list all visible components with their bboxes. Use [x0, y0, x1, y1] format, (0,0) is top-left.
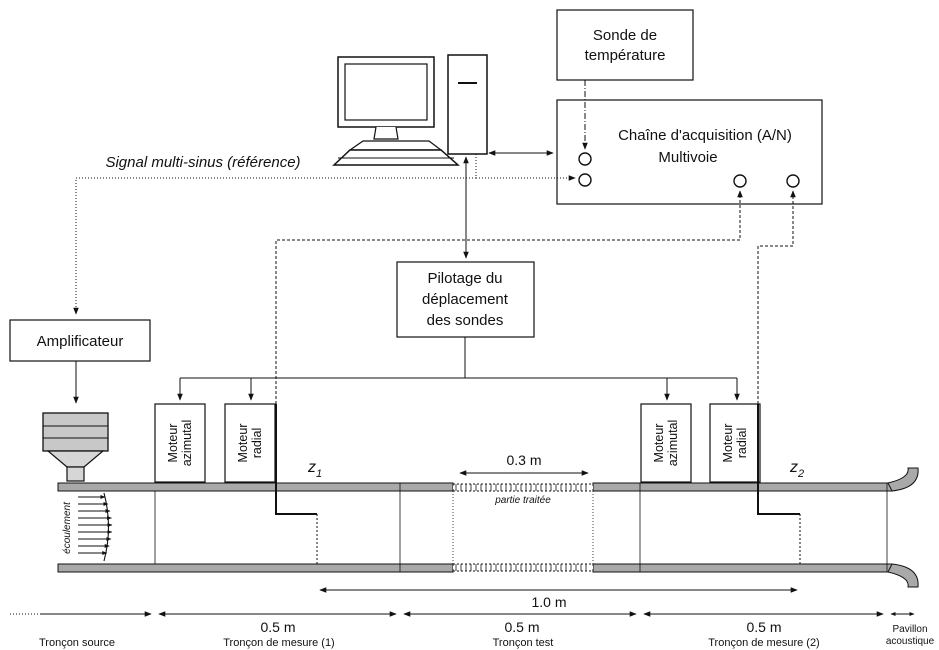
- input-channel-probe-1: [733, 174, 747, 188]
- treated-section: partie traitée: [452, 483, 594, 572]
- acquisition-line-2: Multivoie: [658, 149, 717, 166]
- monitor: [332, 56, 460, 166]
- probe-control-box: Pilotage du déplacement des sondes: [396, 261, 535, 338]
- motor-azimuthal-2: Moteur azimutal: [640, 403, 692, 483]
- section-3-length: 0.5 m: [504, 619, 539, 635]
- motor-azimuthal-1-line-2: azimutal: [180, 420, 194, 467]
- connections: [73, 80, 796, 404]
- motor-radial-2: Moteur radial: [709, 403, 761, 483]
- motor-radial-1-line-2: radial: [250, 428, 264, 459]
- pilotage-line-3: des sondes: [427, 312, 504, 329]
- probe-1: [275, 404, 318, 564]
- probe-2: [757, 404, 801, 564]
- section-labels: 0.5 m 0.5 m 0.5 m Tronçon source Tronçon…: [39, 619, 935, 649]
- reference-signal-label: Signal multi-sinus (référence): [105, 154, 300, 171]
- z2-label: z2: [789, 459, 804, 480]
- duct: [57, 467, 919, 588]
- motor-azimuthal-1: Moteur azimutal: [154, 403, 206, 483]
- loudspeaker: [42, 412, 109, 482]
- motor-radial-1: Moteur radial: [224, 403, 276, 483]
- motor-radial-2-line-2: radial: [735, 428, 749, 459]
- temp-probe-line-2: température: [585, 47, 666, 64]
- temp-probe-line-1: Sonde de: [593, 27, 657, 44]
- pilotage-line-2: déplacement: [422, 291, 509, 308]
- flow-label: écoulement: [62, 501, 73, 554]
- input-channel-reference: [578, 173, 592, 187]
- flow-profile: écoulement: [62, 492, 113, 562]
- section-2-length: 0.5 m: [260, 619, 295, 635]
- treated-part-label: partie traitée: [494, 495, 551, 506]
- section-4-length: 0.5 m: [746, 619, 781, 635]
- input-channel-probe-2: [786, 174, 800, 188]
- acquisition-chain-box: Chaîne d'acquisition (A/N) Multivoie: [556, 99, 823, 205]
- dimension-treated: 0.3 m: [459, 452, 589, 476]
- dimension-probes: 1.0 m: [319, 587, 798, 610]
- section-3-name: Tronçon test: [493, 637, 554, 649]
- motor-radial-2-line-1: Moteur: [721, 424, 735, 463]
- section-4-name: Tronçon de mesure (2): [708, 637, 819, 649]
- motor-radial-1-line-1: Moteur: [236, 424, 250, 463]
- z1-label: z1: [307, 459, 322, 480]
- motor-azimuthal-2-line-1: Moteur: [652, 424, 666, 463]
- computer-tower: [447, 54, 488, 155]
- section-1-name: Tronçon source: [39, 637, 115, 649]
- temperature-probe-box: Sonde de température: [556, 9, 694, 81]
- pilotage-line-1: Pilotage du: [427, 270, 502, 287]
- amplifier-label: Amplificateur: [37, 333, 124, 350]
- section-2-name: Tronçon de mesure (1): [223, 637, 334, 649]
- dim-treated-label: 0.3 m: [506, 452, 541, 468]
- dim-between-label: 1.0 m: [531, 594, 566, 610]
- motor-azimuthal-2-line-2: azimutal: [666, 420, 680, 467]
- amplifier-box: Amplificateur: [9, 319, 151, 362]
- motor-azimuthal-1-line-1: Moteur: [166, 424, 180, 463]
- input-channel-temp: [578, 152, 592, 166]
- acquisition-line-1: Chaîne d'acquisition (A/N): [618, 127, 792, 144]
